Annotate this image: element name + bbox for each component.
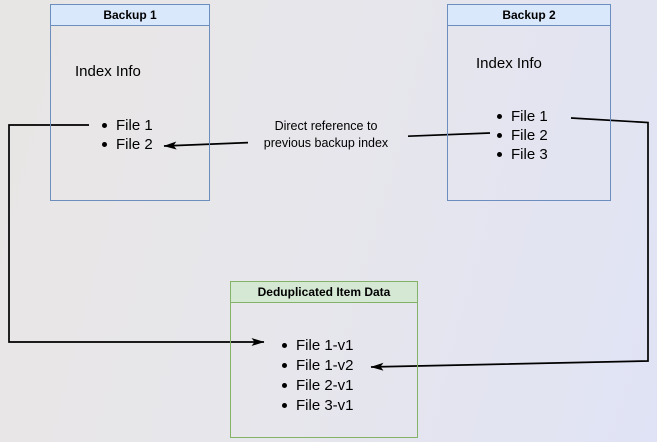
- list-item: File 2: [497, 126, 548, 145]
- backup1-header: Backup 1: [51, 5, 209, 26]
- list-item: File 1: [497, 107, 548, 126]
- list-item: File 1-v2: [282, 356, 354, 376]
- list-item: File 1-v1: [282, 336, 354, 356]
- backup1-subtitle: Index Info: [75, 63, 141, 80]
- backup2-header: Backup 2: [448, 5, 610, 26]
- backup1-box: Backup 1 Index Info File 1 File 2: [50, 4, 210, 201]
- list-item: File 1: [102, 116, 153, 135]
- backup1-file-list: File 1 File 2: [102, 116, 153, 154]
- dedup-header: Deduplicated Item Data: [231, 282, 417, 303]
- direct-reference-label: Direct reference to previous backup inde…: [230, 118, 422, 152]
- dedup-box: Deduplicated Item Data File 1-v1 File 1-…: [230, 281, 418, 438]
- backup2-subtitle: Index Info: [476, 55, 542, 72]
- backup2-file-list: File 1 File 2 File 3: [497, 107, 548, 164]
- direct-reference-label-line1: Direct reference to: [274, 119, 378, 133]
- list-item: File 2-v1: [282, 376, 354, 396]
- list-item: File 3-v1: [282, 396, 354, 416]
- list-item: File 3: [497, 145, 548, 164]
- list-item: File 2: [102, 135, 153, 154]
- dedup-file-list: File 1-v1 File 1-v2 File 2-v1 File 3-v1: [282, 336, 354, 416]
- backup2-box: Backup 2 Index Info File 1 File 2 File 3: [447, 4, 611, 201]
- direct-reference-label-line2: previous backup index: [263, 136, 389, 150]
